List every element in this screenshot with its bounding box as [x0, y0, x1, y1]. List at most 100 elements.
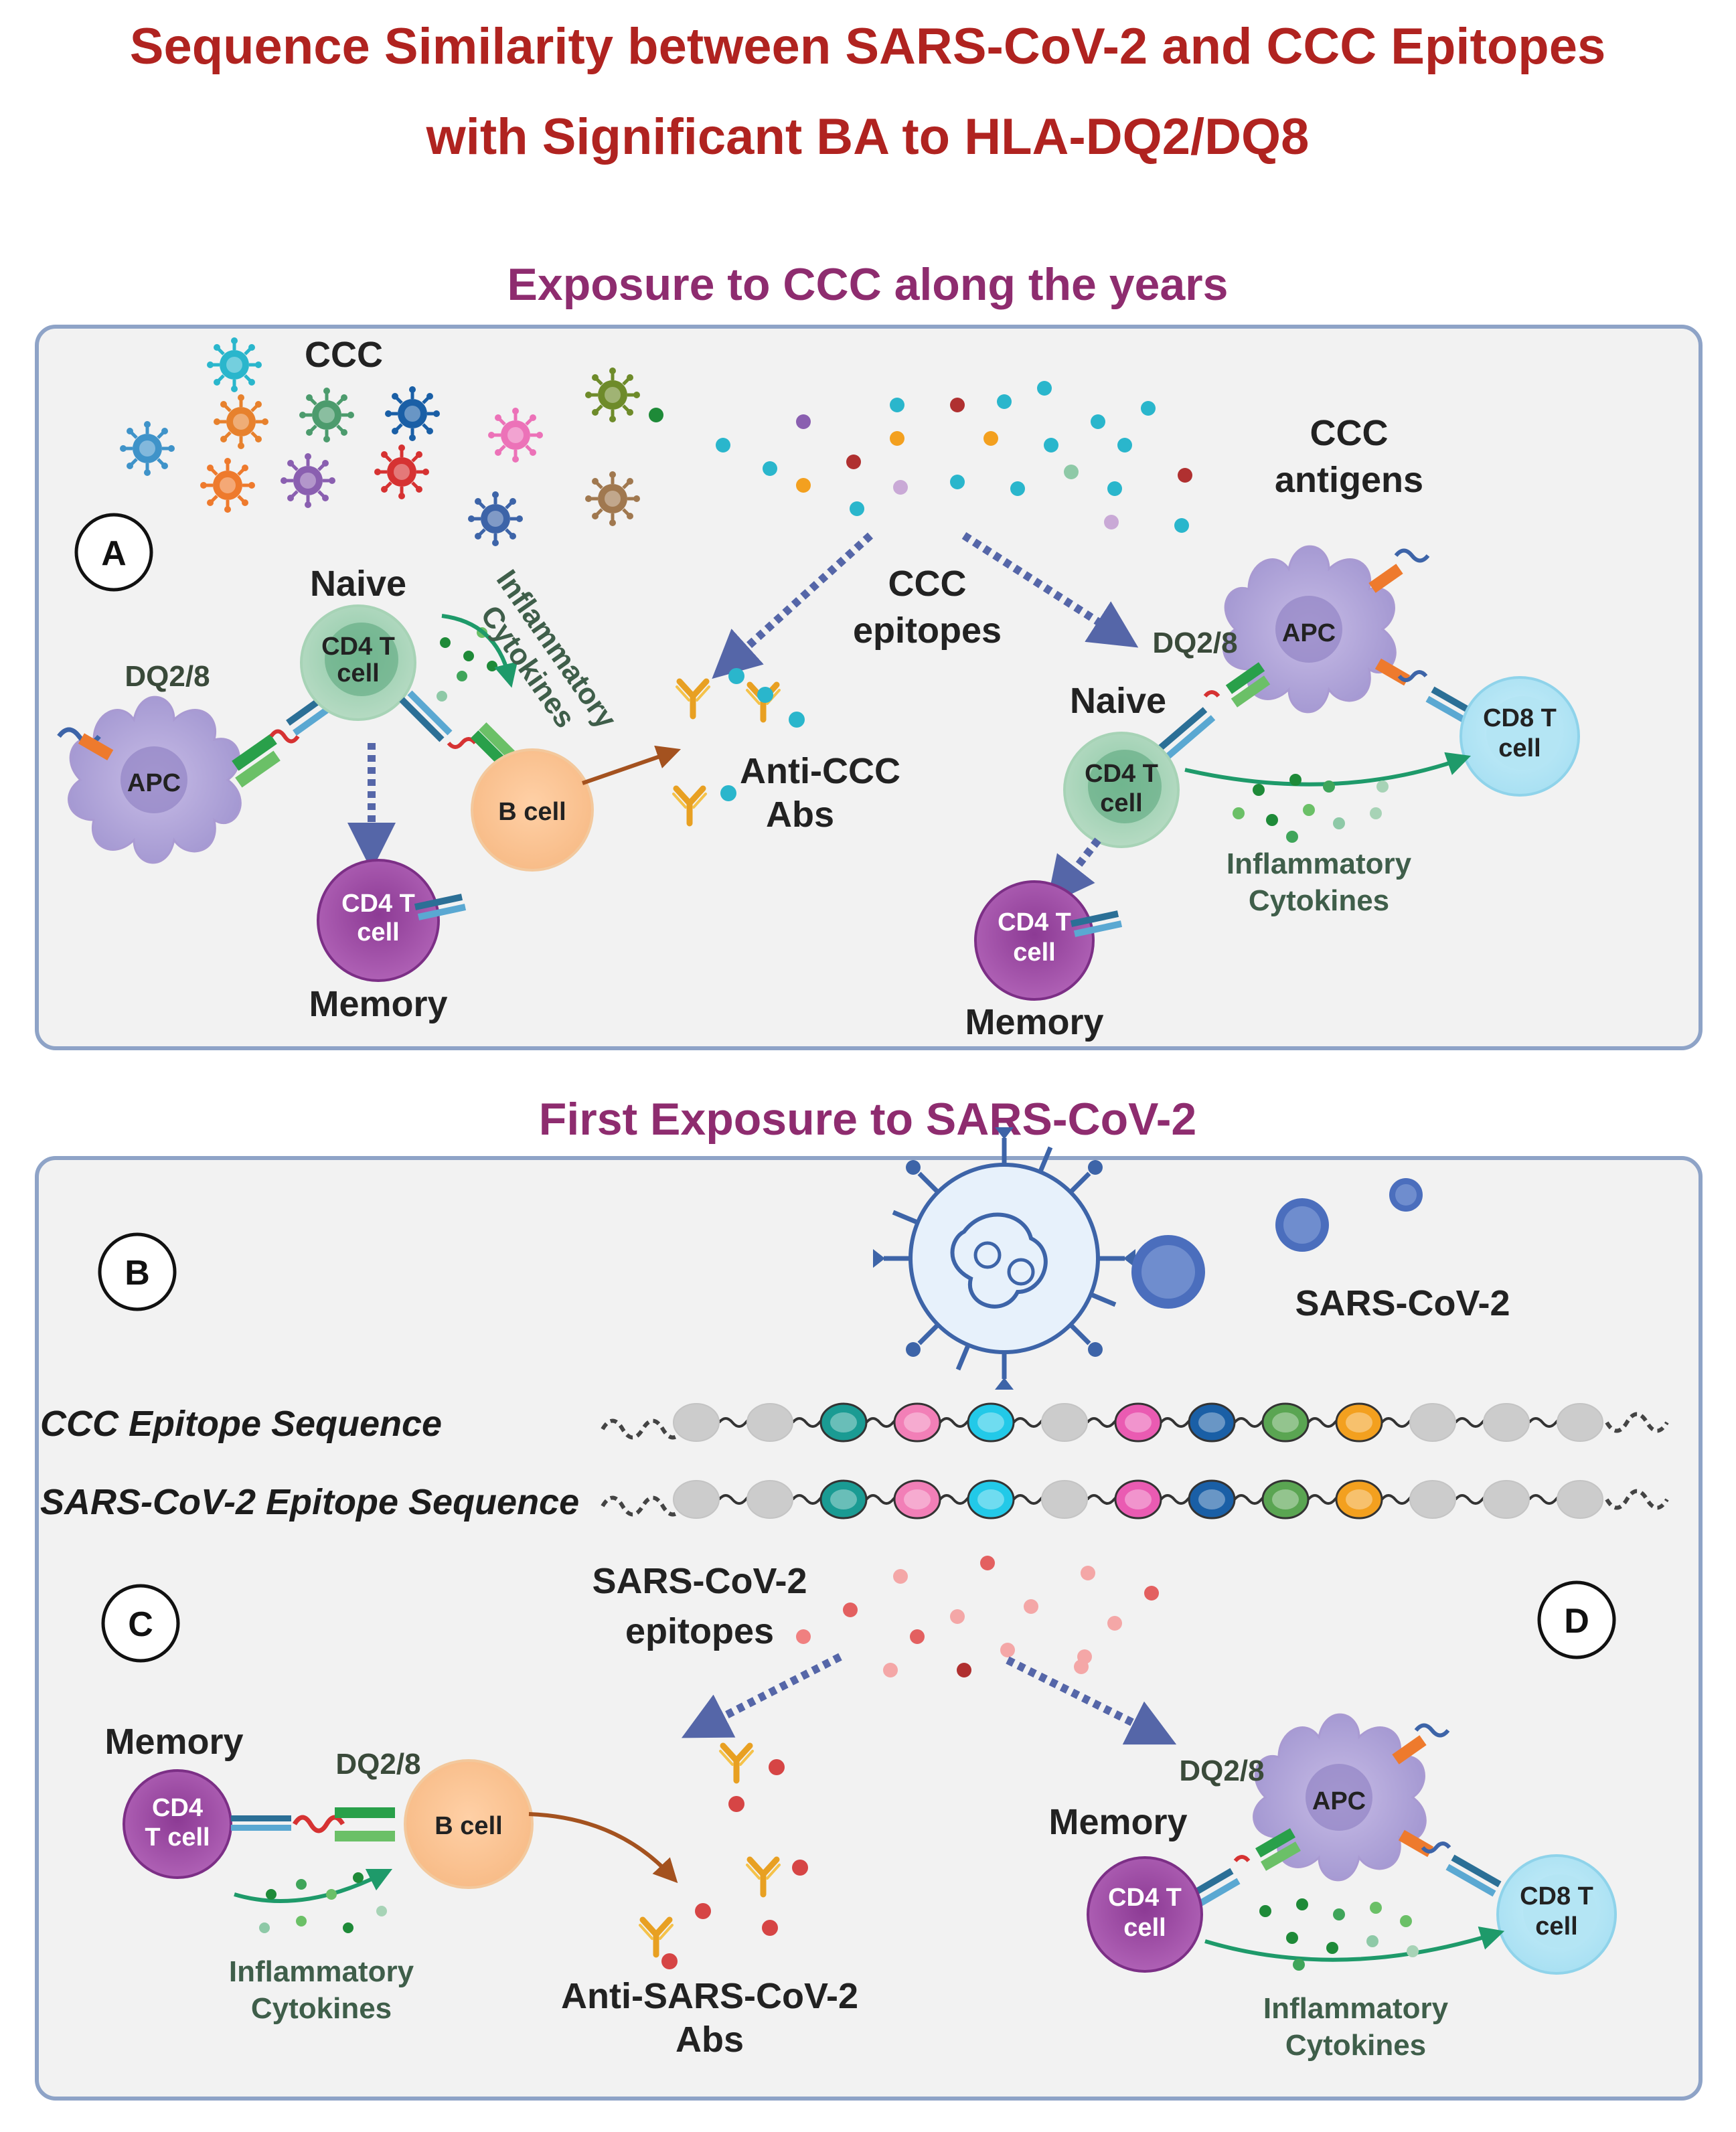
label-c: C [128, 1605, 153, 1644]
sequence-bead [1261, 1402, 1310, 1443]
virus-icon [120, 421, 175, 476]
dq-right-label: DQ2/8 [1152, 627, 1237, 659]
sequence-bead-highlight [977, 1489, 1004, 1509]
sars-sequence-label: SARS-CoV-2 Epitope Sequence [40, 1482, 579, 1522]
cd4-c-line-1: CD4 [152, 1794, 203, 1822]
label-b-circle [98, 1232, 177, 1311]
sequence-bead-highlight [1198, 1489, 1225, 1509]
sequence-bead [1261, 1479, 1310, 1520]
cd4-memory-right-line-2: cell [1013, 938, 1055, 967]
anti-sars-line-1: Anti-SARS-CoV-2 [561, 1976, 858, 2016]
chain-tail [1605, 1489, 1669, 1510]
sequence-bead-highlight [830, 1489, 857, 1509]
arrow-cytokine-c [234, 1868, 393, 1903]
cd4-d-line-1: CD4 T [1108, 1884, 1182, 1912]
top-panel-box [35, 325, 1703, 1050]
cd4-memory-right-line-1: CD4 T [998, 908, 1071, 936]
mhc-icon [78, 733, 114, 760]
dq-c-label: DQ2/8 [335, 1748, 420, 1781]
arrow-bcell-to-abs [582, 745, 682, 785]
apc-d-label: APC [1312, 1787, 1366, 1815]
cd4-naive-left-nucleus [325, 623, 398, 696]
sequence-bead [1114, 1402, 1162, 1443]
sequence-bead [1557, 1403, 1603, 1442]
sequence-bead [819, 1402, 868, 1443]
anti-sars-antibodies [640, 1746, 808, 1969]
cd4-memory-left-line-1: CD4 T [341, 890, 415, 918]
virus-icon [468, 491, 523, 546]
sequence-bead-highlight [1125, 1412, 1152, 1432]
ccc-sequence-chain [601, 1402, 1669, 1443]
cytokines-d-line-2: Cytokines [1285, 2029, 1426, 2062]
memory-c-label: Memory [104, 1722, 243, 1762]
tcr-icon [1073, 920, 1123, 937]
tcr-icon [414, 894, 463, 910]
bcell-c [404, 1759, 534, 1889]
cd8-right-nucleus [1486, 696, 1560, 770]
sequence-bead-highlight [904, 1412, 931, 1432]
sequence-bead [673, 1480, 720, 1519]
arrow-naive-right-to-memory [1046, 837, 1101, 906]
anti-ccc-antibodies [674, 668, 805, 823]
virus-icon [299, 388, 354, 442]
cd4-c-line-2: T cell [145, 1823, 210, 1852]
cd4-memory-c-cell [123, 1769, 232, 1879]
mhc-tcr-complex-right [1156, 662, 1271, 760]
sequence-bead-highlight [977, 1412, 1004, 1432]
sequence-bead-highlight [1125, 1489, 1152, 1509]
virus-icon [385, 386, 440, 441]
ccc-sequence-label: CCC Epitope Sequence [40, 1404, 442, 1444]
tcr-mhc-complex-c [231, 1807, 395, 1841]
dq-d-label: DQ2/8 [1179, 1754, 1264, 1787]
tcr-bcell-complex [399, 690, 515, 766]
cytokines-c-line-1: Inflammatory [229, 1955, 414, 1988]
sars-cov-2-virus-large [873, 1127, 1135, 1390]
sequence-bead-highlight [1198, 1412, 1225, 1432]
label-d-circle [1537, 1580, 1616, 1659]
sars-cov-2-label: SARS-CoV-2 [1295, 1283, 1510, 1323]
mhc-icons-d [1190, 1723, 1502, 1908]
sequence-bead-highlight [904, 1489, 931, 1509]
sars-epitopes-line-2: epitopes [625, 1611, 774, 1651]
sars-epitope-dots [796, 1556, 1159, 1677]
top-panel-heading: Exposure to CCC along the years [507, 259, 1229, 310]
arrow-bcell-c-to-abs [528, 1812, 678, 1884]
sequence-bead [1483, 1403, 1530, 1442]
sequence-bead-highlight [1272, 1489, 1299, 1509]
cytokines-c-line-2: Cytokines [251, 1992, 392, 2025]
label-a: A [101, 534, 127, 573]
bcell-top [471, 748, 594, 872]
cd4-memory-left-line-2: cell [357, 918, 399, 947]
apc-right-label: APC [1282, 619, 1336, 647]
sequence-bead-highlight [1272, 1412, 1299, 1432]
cytokine-dots-d [1259, 1898, 1419, 1971]
label-c-circle [101, 1584, 180, 1663]
ccc-epitopes-line-1: CCC [888, 564, 967, 604]
sequence-bead [893, 1402, 941, 1443]
sequence-bead [1557, 1480, 1603, 1519]
sequence-bead [893, 1479, 941, 1520]
sars-cov-2-virus-small [1131, 1178, 1423, 1309]
cd8-d-line-2: cell [1535, 1912, 1577, 1941]
anti-ccc-line-1: Anti-CCC [740, 751, 900, 791]
cd8-d-line-1: CD8 T [1520, 1882, 1593, 1910]
sequence-bead [1483, 1480, 1530, 1519]
sequence-bead [1335, 1479, 1383, 1520]
sequence-bead [746, 1480, 793, 1519]
bottom-panel-heading: First Exposure to SARS-CoV-2 [539, 1094, 1196, 1145]
sequence-bead [1114, 1479, 1162, 1520]
sars-sequence-chain [601, 1479, 1669, 1520]
memory-right-label: Memory [965, 1002, 1103, 1042]
bcell-c-label: B cell [435, 1812, 502, 1840]
cd4-naive-right-line-1: CD4 T [1085, 760, 1158, 788]
sequence-bead [673, 1403, 720, 1442]
sequence-bead-highlight [1346, 1412, 1372, 1432]
naive-left-label: Naive [310, 564, 406, 604]
sequence-bead [1409, 1403, 1456, 1442]
cytokines-right-line-2: Cytokines [1249, 884, 1389, 917]
label-b: B [125, 1254, 150, 1293]
sequence-bead-highlight [830, 1412, 857, 1432]
sequence-bead [1335, 1402, 1383, 1443]
cd8-right-line-2: cell [1498, 734, 1541, 762]
